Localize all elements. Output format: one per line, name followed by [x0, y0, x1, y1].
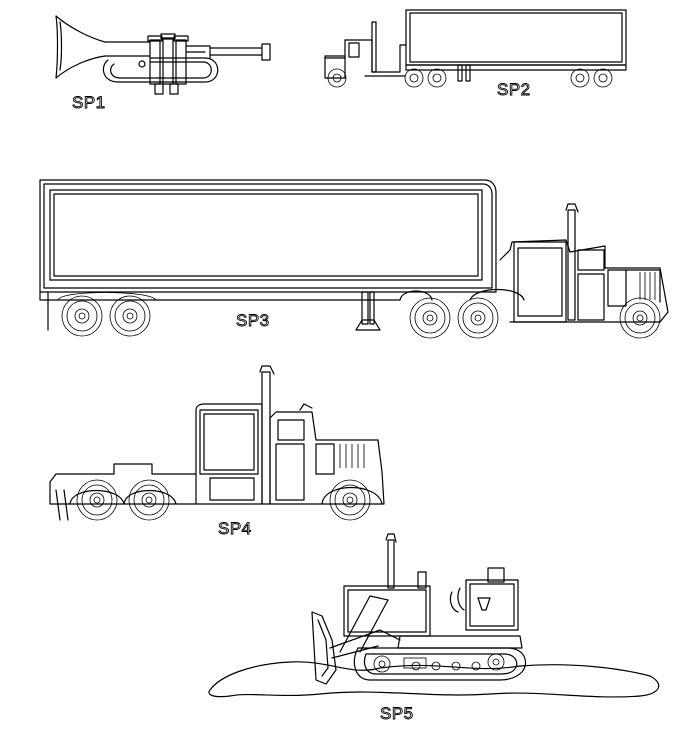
- truck-tractor-icon: [49, 365, 385, 521]
- semi-truck-small-icon: [324, 9, 627, 88]
- sp3-label: SP3: [236, 311, 270, 330]
- sp1-label: SP1: [72, 93, 106, 112]
- sp2-label: SP2: [497, 80, 531, 99]
- semi-truck-large-icon: [39, 179, 669, 339]
- bulldozer-icon: [208, 533, 660, 698]
- sp4-label: SP4: [218, 519, 252, 538]
- sp5-label: SP5: [380, 704, 414, 723]
- trumpet-icon: [55, 15, 271, 95]
